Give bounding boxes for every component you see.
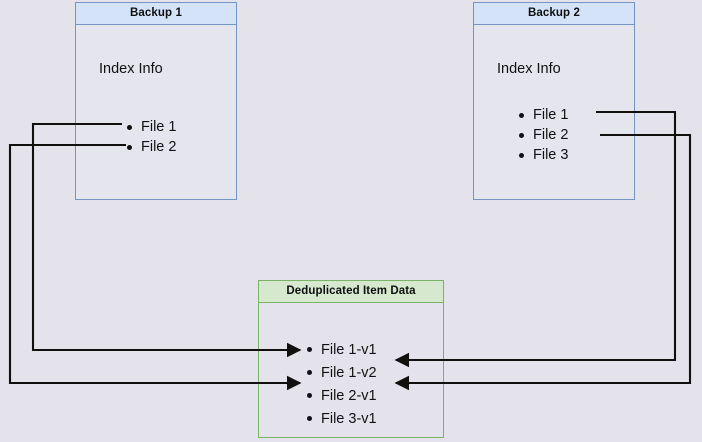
list-item: File 2 — [516, 125, 568, 145]
node-dedup-title: Deduplicated Item Data — [259, 281, 443, 303]
list-item: File 1 — [124, 117, 176, 137]
list-item: File 3 — [516, 145, 568, 165]
node-backup-1-title: Backup 1 — [76, 3, 236, 25]
list-item: File 1-v1 — [304, 339, 377, 362]
list-item: File 1-v2 — [304, 362, 377, 385]
node-dedup-body: File 1-v1 File 1-v2 File 2-v1 File 3-v1 — [259, 303, 443, 437]
backup-1-index-info-label: Index Info — [99, 61, 163, 77]
node-deduplicated-item-data[interactable]: Deduplicated Item Data File 1-v1 File 1-… — [258, 280, 444, 438]
backup-2-file-list: File 1 File 2 File 3 — [516, 105, 568, 165]
dedup-file-list: File 1-v1 File 1-v2 File 2-v1 File 3-v1 — [304, 339, 377, 431]
list-item: File 2-v1 — [304, 385, 377, 408]
list-item: File 1 — [516, 105, 568, 125]
backup-2-index-info-label: Index Info — [497, 61, 561, 77]
node-backup-2-body: Index Info File 1 File 2 File 3 — [474, 25, 634, 199]
list-item: File 2 — [124, 137, 176, 157]
node-backup-2-title: Backup 2 — [474, 3, 634, 25]
list-item: File 3-v1 — [304, 408, 377, 431]
node-backup-1-body: Index Info File 1 File 2 — [76, 25, 236, 199]
node-backup-1[interactable]: Backup 1 Index Info File 1 File 2 — [75, 2, 237, 200]
node-backup-2[interactable]: Backup 2 Index Info File 1 File 2 File 3 — [473, 2, 635, 200]
backup-1-file-list: File 1 File 2 — [124, 117, 176, 157]
